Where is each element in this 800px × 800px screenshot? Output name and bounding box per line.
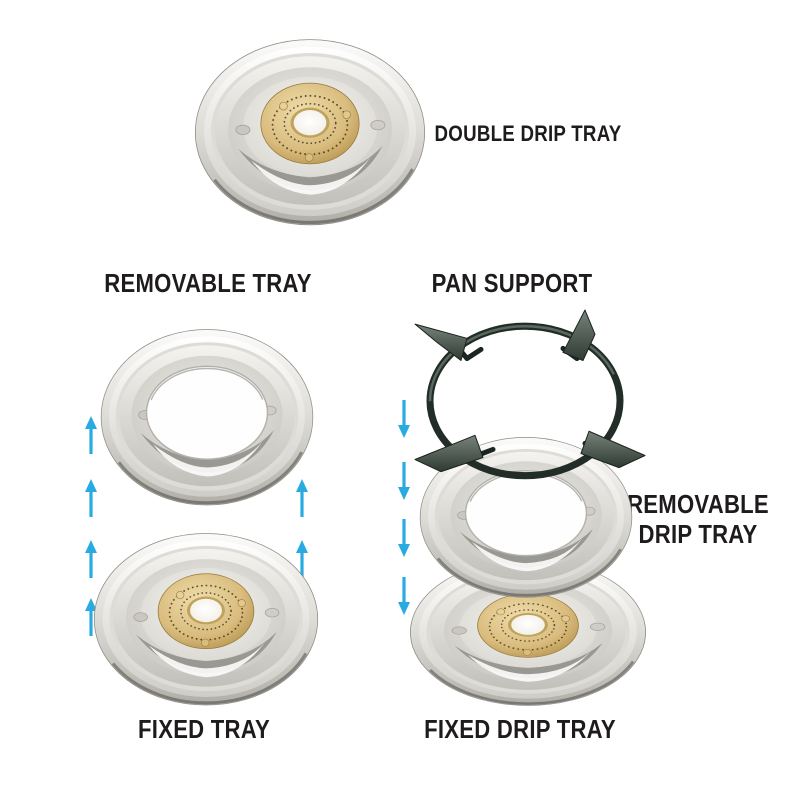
fixed-tray-label: FIXED TRAY: [138, 714, 270, 744]
down-arrow-icon: [397, 400, 411, 438]
down-arrow-icon: [397, 519, 411, 557]
removable-drip-tray-label-line1: REMOVABLE: [627, 489, 769, 519]
down-arrow-icon: [397, 462, 411, 500]
fixed-tray-image: [92, 532, 320, 708]
pan-support-image: [413, 308, 649, 506]
removable-tray-image: [99, 328, 315, 508]
double-drip-tray-label: DOUBLE DRIP TRAY: [434, 121, 622, 146]
removable-drip-tray-label: REMOVABLE DRIP TRAY: [571, 489, 800, 549]
removable-drip-tray-label-line2: DRIP TRAY: [638, 519, 758, 549]
up-arrow-icon: [84, 416, 98, 454]
fixed-drip-tray-label: FIXED DRIP TRAY: [424, 714, 616, 744]
double-drip-tray-image: [193, 38, 427, 228]
removable-tray-label: REMOVABLE TRAY: [104, 268, 312, 298]
up-arrow-icon: [84, 479, 98, 517]
pan-support-label: PAN SUPPORT: [431, 268, 593, 298]
